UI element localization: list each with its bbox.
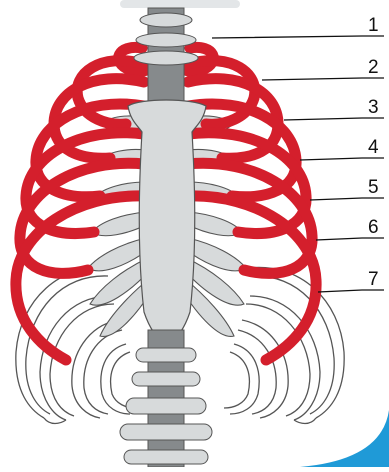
label-5: 5 <box>368 177 379 198</box>
label-1: 1 <box>368 15 379 36</box>
leader-3 <box>284 118 384 120</box>
leader-4 <box>300 158 384 160</box>
leader-6 <box>316 238 384 240</box>
label-3: 3 <box>368 97 379 118</box>
label-6: 6 <box>368 217 379 238</box>
spine-bottom <box>120 330 212 467</box>
leader-1 <box>212 36 384 38</box>
label-4: 4 <box>368 137 379 158</box>
leader-2 <box>262 78 384 80</box>
leader-5 <box>310 198 384 200</box>
leader-7 <box>318 290 384 292</box>
rib-number-labels: 1 2 3 4 5 6 7 <box>368 15 379 290</box>
frame-bottom-right <box>300 410 389 467</box>
frame-top-left <box>120 0 240 8</box>
label-2: 2 <box>368 57 379 78</box>
label-7: 7 <box>368 269 379 290</box>
